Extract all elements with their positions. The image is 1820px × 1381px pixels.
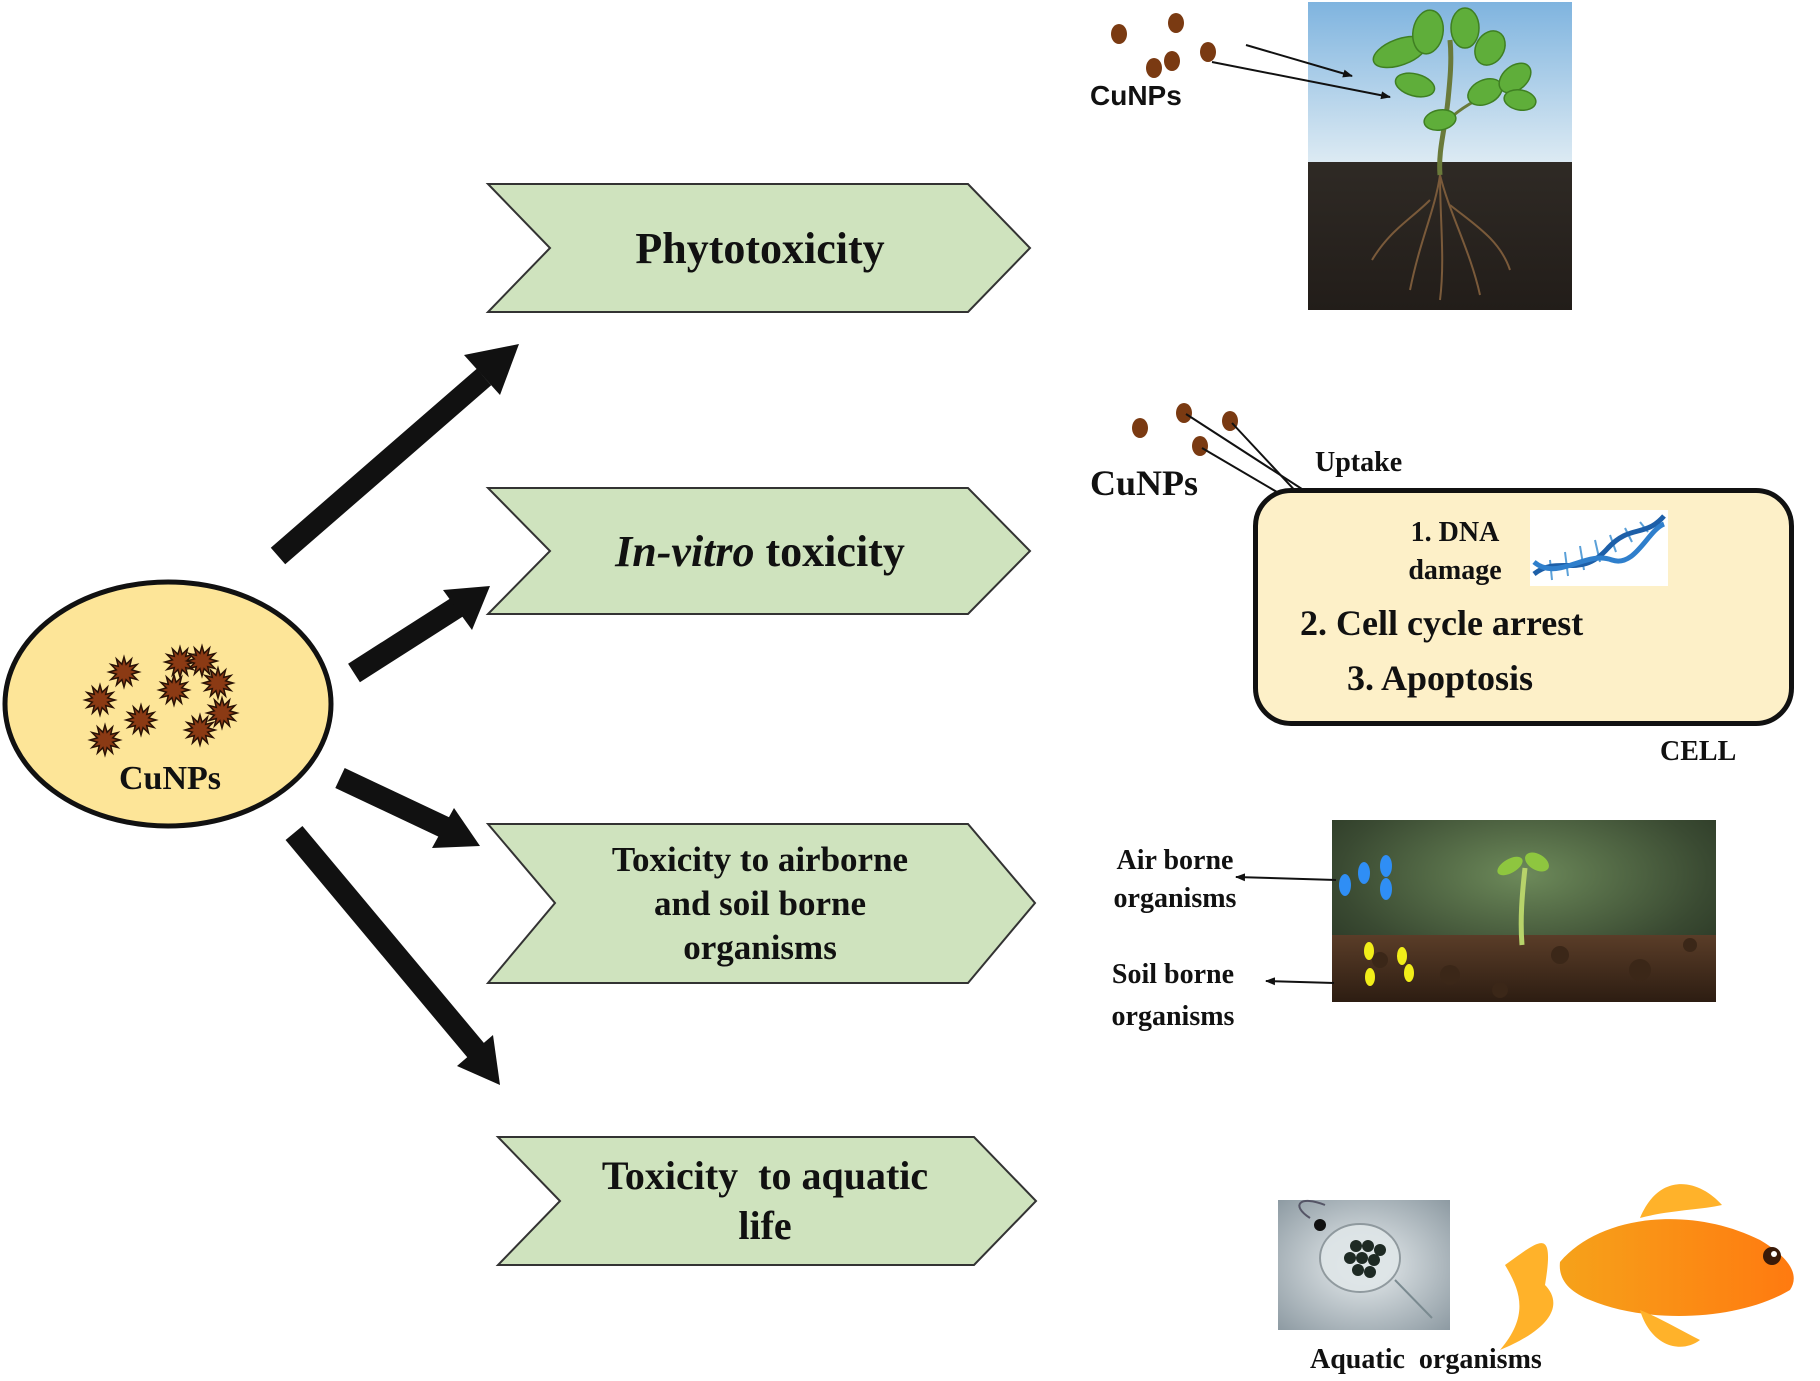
invitro-rest: toxicity <box>754 526 905 576</box>
effect-line: damage <box>1408 555 1502 586</box>
invitro-italic: In-vitro <box>615 526 755 576</box>
nanoparticle-icon <box>184 643 220 679</box>
effect-line: 1. DNA <box>1410 517 1500 548</box>
nanoparticle-icon <box>106 654 142 690</box>
nanoparticle-icon <box>87 722 123 758</box>
aquatic-organisms-label: Aquatic organisms <box>1310 1344 1542 1375</box>
cunps-source <box>2 579 334 829</box>
chevron-label-phytotoxicity: Phytotoxicity <box>635 223 885 273</box>
air-borne-label: Air borne organisms <box>1090 842 1260 918</box>
chevron-airborne <box>485 823 1037 984</box>
source-label: CuNPs <box>118 760 222 797</box>
nanoparticle-icon <box>200 665 236 701</box>
chevron-line: organisms <box>683 927 837 967</box>
uptake-label: Uptake <box>1315 447 1403 478</box>
chevron-line: Toxicity to aquatic <box>601 1153 929 1198</box>
nanoparticle-cluster <box>82 643 240 758</box>
nanoparticle-icon <box>204 695 240 731</box>
chevron-line: Toxicity to airborne <box>611 840 909 880</box>
chevron-label-invitro: In-vitro toxicity <box>560 494 960 608</box>
soil-borne-line: organisms <box>1111 1001 1235 1032</box>
cell-box <box>1253 488 1794 726</box>
goldfish-image <box>1500 1184 1794 1350</box>
plant-uptake-arrow <box>1211 61 1391 100</box>
air-borne-arrow <box>1235 873 1337 882</box>
dna-helix-icon <box>1530 510 1668 586</box>
plant-uptake-arrow <box>1245 44 1353 78</box>
air-borne-line: Air borne <box>1116 845 1234 876</box>
chevron-label-airborne: Toxicity to airborne and soil borne orga… <box>560 832 960 976</box>
arrow-to-aquatic <box>285 825 487 1061</box>
branch-arrows <box>270 344 519 1085</box>
nanoparticle-icon <box>162 644 198 680</box>
nanoparticle-icon <box>123 702 159 738</box>
soil-borne-label: Soil borne organisms <box>1088 954 1258 1038</box>
arrow-to-phytotoxicity <box>270 368 492 565</box>
air-borne-line: organisms <box>1113 883 1237 914</box>
chevron-aquatic <box>495 1136 1038 1266</box>
arrow-to-invitro <box>348 594 468 683</box>
seedling-photo <box>1332 820 1716 1002</box>
apoptosis-label: 3. Apoptosis <box>1347 658 1534 698</box>
cell-label: CELL <box>1660 736 1737 767</box>
chevron-label-aquatic: Toxicity to aquatic life <box>565 1143 965 1259</box>
plant-cunps-label: CuNPs <box>1090 80 1182 111</box>
cell-nanoparticles <box>1132 403 1238 456</box>
dna-damage-label: 1. DNA damage <box>1390 514 1520 590</box>
plant-photo <box>1308 2 1572 310</box>
nanoparticle-icon <box>156 672 192 708</box>
nanoparticle-icon <box>182 712 218 748</box>
cell-cunps-label: CuNPs <box>1090 463 1199 503</box>
chevron-invitro <box>485 487 1032 615</box>
soil-borne-arrow <box>1265 977 1335 986</box>
chevron-phytotoxicity <box>485 183 1032 313</box>
soil-borne-line: Soil borne <box>1111 959 1235 990</box>
nanoparticle-icon <box>82 682 118 718</box>
arrow-to-airborne <box>335 768 451 838</box>
plant-nanoparticles <box>1111 13 1216 78</box>
chevron-line: and soil borne <box>654 884 866 924</box>
chevron-line: life <box>738 1203 792 1248</box>
daphnia-photo <box>1278 1200 1450 1330</box>
chevron-shapes <box>485 183 1038 1266</box>
cell-cycle-arrest-label: 2. Cell cycle arrest <box>1300 603 1584 643</box>
